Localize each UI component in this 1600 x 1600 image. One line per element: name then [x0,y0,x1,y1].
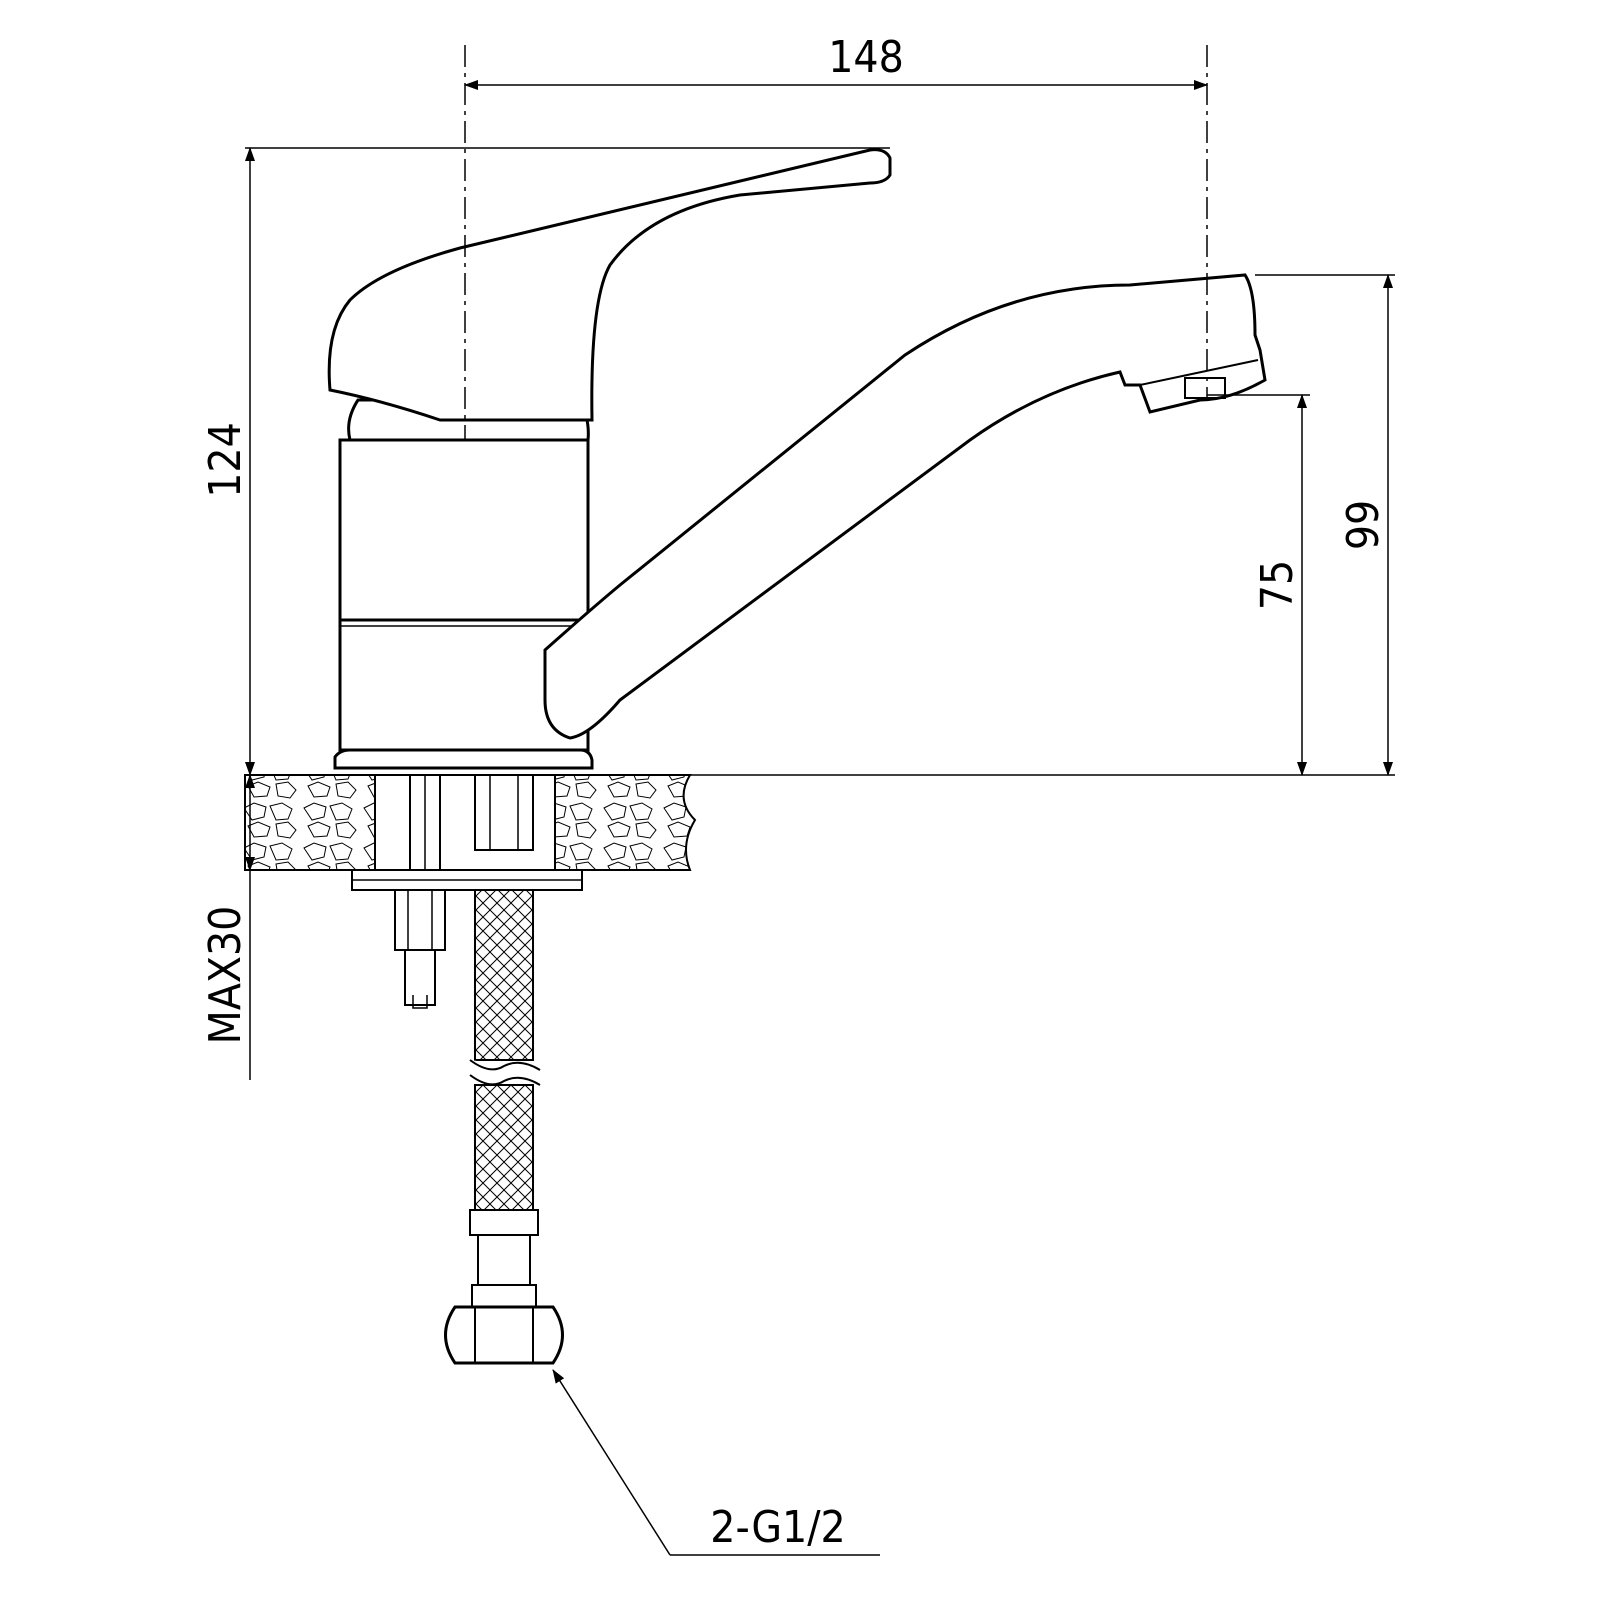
dimension-outlet-label: 75 [1252,560,1303,610]
dimension-length-label: 148 [828,32,904,83]
dimension-max-counter-label: MAX30 [200,906,251,1045]
connection-label: 2-G1/2 [710,1502,845,1553]
mounting-stud [351,774,583,1009]
countertop [244,774,697,871]
connection-leader: 2-G1/2 [552,1369,880,1556]
dimension-length: 148 [464,32,1208,90]
dimension-height: 124 [200,147,1395,776]
lever-handle [327,148,892,422]
spout [543,273,1267,740]
dimension-height-label: 124 [200,422,251,498]
dimension-spout-top-label: 99 [1338,500,1389,550]
dimension-max-counter: MAX30 [200,774,255,1080]
flexible-hose [444,889,564,1365]
dimension-outlet: 75 [1207,394,1310,776]
dimension-spout-top: 99 [1255,274,1395,776]
